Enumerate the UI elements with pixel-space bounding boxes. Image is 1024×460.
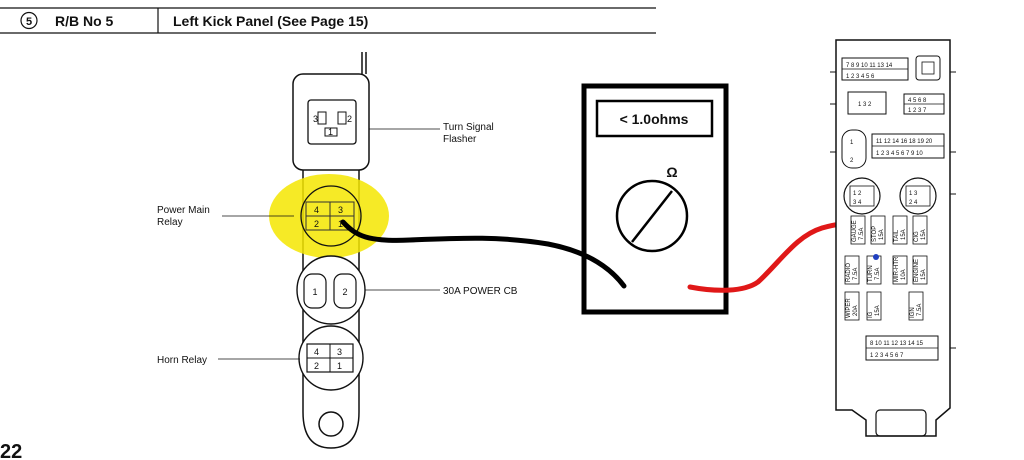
fuse-slot [892,255,908,285]
turn-pin-3: 3 [313,114,318,124]
fuse-name: GAUGE [852,220,858,242]
label-power-main-1: Power Main [157,205,210,216]
svg-text:1 2 3 4 5 6 7 9 10: 1 2 3 4 5 6 7 9 10 [876,151,923,157]
fuse-name: RADIO [846,263,852,282]
main-pin-2: 2 [314,219,319,229]
fuse-name: STOP [872,226,878,242]
probe-contact-dot [873,254,879,260]
fuse-amp: 15A [921,229,927,240]
label-power-cb: 30A POWER CB [443,286,518,297]
svg-text:8 10 11 12 13 14 15: 8 10 11 12 13 14 15 [870,341,924,347]
header-index-circle [20,11,38,30]
fuse-name: CIG [914,231,920,242]
turn-pin-1: 1 [328,127,333,137]
fuse-slot [866,291,882,321]
header-index: 5 [26,16,32,28]
turn-pin-2: 2 [347,114,352,124]
svg-text:1: 1 [850,140,854,146]
header-bar: 5 R/B No 5 Left Kick Panel (See Page 15) [0,7,656,34]
main-pin-3: 3 [338,205,343,215]
turn-signal-socket: 3 1 2 [307,99,357,145]
multimeter: < 1.0ohms Ω [581,83,729,315]
horn-relay: 4 3 2 1 [298,325,364,391]
fuse-amp: 10A [901,269,907,280]
fuse-name: IG [868,311,874,318]
main-pin-1: 1 [338,219,343,229]
header-block: R/B No 5 [55,13,114,29]
fuse-slot [908,291,924,321]
svg-text:11 12 14 16 18 19 20: 11 12 14 16 18 19 20 [876,139,933,145]
label-power-main-2: Relay [157,217,183,228]
fuse-slot [844,291,860,321]
fuse-amp: 15A [921,269,927,280]
main-pin-4: 4 [314,205,319,215]
fuse-amp: 7.5A [859,228,865,240]
fuse-amp: 15A [879,229,885,240]
fuse-block: 7 8 9 10 11 13 14 1 2 3 4 5 6 1 3 2 4 5 … [830,39,956,437]
fuse-slot [912,255,928,285]
power-cb: 1 2 [296,255,366,325]
svg-text:1 2: 1 2 [853,191,862,197]
fuse-slot [850,215,866,245]
svg-text:2 4: 2 4 [909,200,918,206]
fuse-slot [892,215,908,245]
fuse-amp: 15A [901,229,907,240]
fuse-amp: 15A [875,305,881,316]
callouts: Turn Signal Flasher Power Main Relay 30A… [157,122,518,366]
dial-pointer [631,190,673,243]
svg-text:1 3: 1 3 [909,191,918,197]
fuse-amp: 20A [853,305,859,316]
cb-pin-1: 1 [312,287,317,297]
fuse-slot [870,215,886,245]
mount-hole [318,411,344,437]
relay-block-top [292,73,370,171]
svg-text:2: 2 [850,158,854,164]
meter-reading: < 1.0ohms [620,111,689,127]
meter-display [595,99,714,138]
relay-block: 3 1 2 4 3 2 1 1 2 [269,52,389,449]
fuse-slot [912,215,928,245]
fuse-name: WIPER [846,298,852,318]
label-horn-relay: Horn Relay [157,355,207,366]
fuse-name: TAIL [894,229,900,242]
svg-text:1 3 2: 1 3 2 [858,102,872,108]
horn-pin-2: 2 [314,361,319,371]
black-probe-wire [340,219,627,289]
fuse-name: MIR-HTR [894,256,900,282]
svg-text:1 2 3 7: 1 2 3 7 [908,108,927,114]
svg-text:7 8 9 10 11 13 14: 7 8 9 10 11 13 14 [846,63,893,69]
horn-pin-4: 4 [314,347,319,357]
fuse-name: TURN [868,265,874,282]
fuse-name: IGN [910,307,916,318]
label-turn-signal-1: Turn Signal [443,122,494,133]
fuse-name: ENGINE [914,259,920,282]
bottom-tab [302,411,360,449]
horn-pin-3: 3 [337,347,342,357]
header-title: Left Kick Panel (See Page 15) [173,13,368,29]
fuse-amp: 7.5A [853,268,859,280]
svg-text:3 4: 3 4 [853,200,862,206]
page-number: 22 [0,441,22,460]
ohm-symbol: Ω [666,164,677,180]
svg-text:1 2 3 4 5 6: 1 2 3 4 5 6 [846,74,875,80]
fuse-amp: 7.5A [875,268,881,280]
svg-text:4 5 6 8: 4 5 6 8 [908,98,927,104]
label-turn-signal-2: Flasher [443,134,477,145]
svg-text:1 2 3 4 5 6 7: 1 2 3 4 5 6 7 [870,353,904,359]
cb-pin-2: 2 [342,287,347,297]
fuse-slot [844,255,860,285]
horn-pin-1: 1 [337,361,342,371]
fuse-amp: 7.5A [917,304,923,316]
